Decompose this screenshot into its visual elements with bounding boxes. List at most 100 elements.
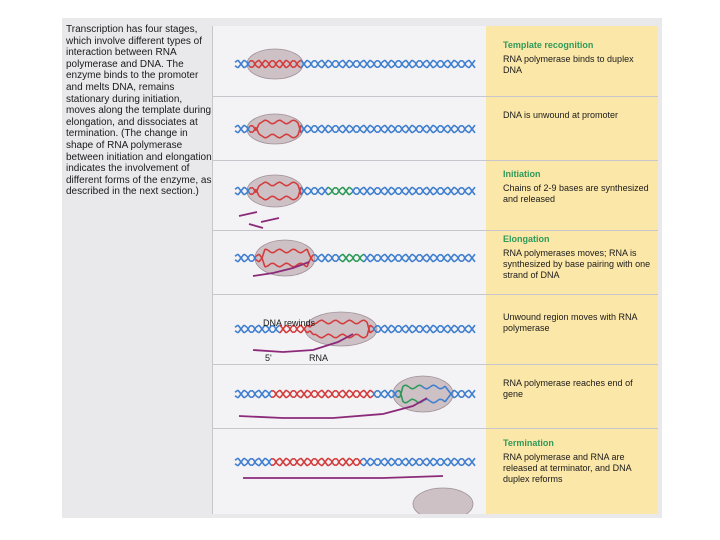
dna-strand-segment	[351, 60, 356, 67]
dna-strand-segment	[411, 457, 416, 461]
dna-strand-segment	[411, 65, 416, 69]
dna-strand-segment	[471, 328, 476, 334]
dna-strand-segment	[423, 59, 428, 63]
dna-strand-segment	[423, 124, 428, 128]
dna-strand-segment	[267, 182, 272, 187]
dna-strand-segment	[387, 461, 392, 467]
dna-strand-segment	[351, 187, 356, 194]
dna-strand-segment	[357, 187, 362, 194]
dna-strand-segment	[402, 324, 407, 328]
dna-strand-segment	[342, 253, 347, 259]
dna-strand-segment	[429, 257, 434, 263]
dna-strand-segment	[351, 320, 356, 325]
dna-strand-segment	[339, 65, 344, 69]
dna-strand-segment	[318, 192, 323, 196]
dna-strand-segment	[390, 124, 395, 128]
dna-strand-segment	[348, 319, 353, 322]
dna-strand-segment	[237, 190, 242, 196]
dna-strand-segment	[237, 461, 242, 467]
dna-strand-segment	[309, 390, 314, 397]
dna-strand-segment	[267, 120, 272, 125]
dna-strand-segment	[363, 461, 368, 467]
dna-strand-segment	[264, 265, 269, 268]
dna-strand-segment	[429, 400, 434, 404]
dna-strand-segment	[351, 390, 356, 397]
dna-strand-segment	[402, 457, 407, 461]
dna-strand-segment	[243, 463, 248, 467]
dna-strand-segment	[369, 324, 374, 328]
dna-strand-segment	[363, 190, 368, 196]
stage-divider	[213, 160, 658, 161]
dna-strand-segment	[444, 463, 449, 467]
dna-strand-segment	[267, 249, 272, 254]
dna-strand-segment	[237, 128, 242, 134]
dna-strand-segment	[372, 255, 377, 262]
dna-strand-segment	[423, 192, 428, 196]
dna-strand-segment	[390, 130, 395, 134]
dna-strand-segment	[258, 195, 263, 199]
dna-strand-segment	[285, 330, 290, 334]
dna-strand-segment	[393, 325, 398, 332]
dna-strand-segment	[432, 192, 437, 196]
dna-strand-segment	[432, 401, 437, 404]
dna-strand-segment	[282, 59, 287, 65]
dna-strand-segment	[435, 385, 440, 390]
dna-strand-segment	[318, 389, 323, 393]
dna-strand-segment	[264, 59, 269, 63]
dna-strand-segment	[300, 324, 305, 330]
dna-strand-segment	[471, 128, 476, 134]
dna-strand-segment	[342, 457, 347, 463]
dna-strand-segment	[381, 253, 386, 257]
dna-strand-segment	[324, 321, 329, 325]
dna-strand-segment	[336, 319, 341, 324]
dna-strand-segment	[465, 395, 470, 399]
dna-strand-segment	[297, 324, 302, 328]
dna-strand-segment	[297, 251, 302, 254]
dna-strand-segment	[339, 124, 344, 128]
dna-strand-segment	[441, 254, 446, 261]
dna-strand-segment	[351, 333, 356, 338]
dna-strand-segment	[306, 389, 311, 393]
dna-strand-segment	[453, 186, 458, 190]
dna-strand-segment	[414, 459, 419, 466]
dna-strand-segment	[294, 248, 299, 253]
dna-strand-segment	[381, 124, 386, 128]
dna-strand-segment	[414, 399, 419, 404]
dna-strand-segment	[348, 65, 353, 69]
dna-strand-segment	[246, 255, 251, 262]
dna-strand-segment	[243, 389, 248, 393]
dna-strand-segment	[363, 128, 368, 134]
dna-strand-segment	[420, 384, 425, 389]
dna-strand-segment	[378, 459, 383, 466]
dna-strand-segment	[330, 319, 335, 324]
dna-strand-segment	[348, 130, 353, 134]
dna-strand-segment	[444, 253, 449, 257]
dna-strand-segment	[240, 253, 245, 259]
dna-strand-segment	[471, 190, 476, 196]
dna-strand-segment	[339, 463, 344, 467]
dna-strand-segment	[402, 253, 407, 257]
dna-strand-segment	[429, 63, 434, 69]
dna-strand-segment	[366, 59, 371, 65]
dna-strand-segment	[234, 65, 239, 69]
dna-strand-segment	[252, 391, 257, 398]
stage-initiation: Initiation Chains of 2-9 bases are synth…	[503, 169, 653, 205]
dna-strand-segment	[264, 119, 269, 122]
dna-strand-segment	[378, 326, 383, 333]
dna-strand-segment	[294, 196, 299, 201]
dna-strand-segment	[390, 259, 395, 263]
dna-strand-segment	[243, 324, 248, 328]
dna-strand-segment	[435, 325, 440, 332]
dna-strand-segment	[288, 119, 293, 124]
dna-strand-segment	[402, 463, 407, 467]
dna-strand-segment	[420, 459, 425, 466]
dna-strand-segment	[297, 65, 302, 69]
dna-strand-segment	[432, 457, 437, 461]
dna-strand-segment	[423, 463, 428, 467]
dna-strand-segment	[324, 457, 329, 463]
dna-strand-segment	[390, 330, 395, 334]
dna-strand-segment	[324, 59, 329, 65]
dna-strand-segment	[300, 457, 305, 463]
dna-strand-segment	[339, 395, 344, 399]
dna-strand-segment	[327, 253, 332, 257]
